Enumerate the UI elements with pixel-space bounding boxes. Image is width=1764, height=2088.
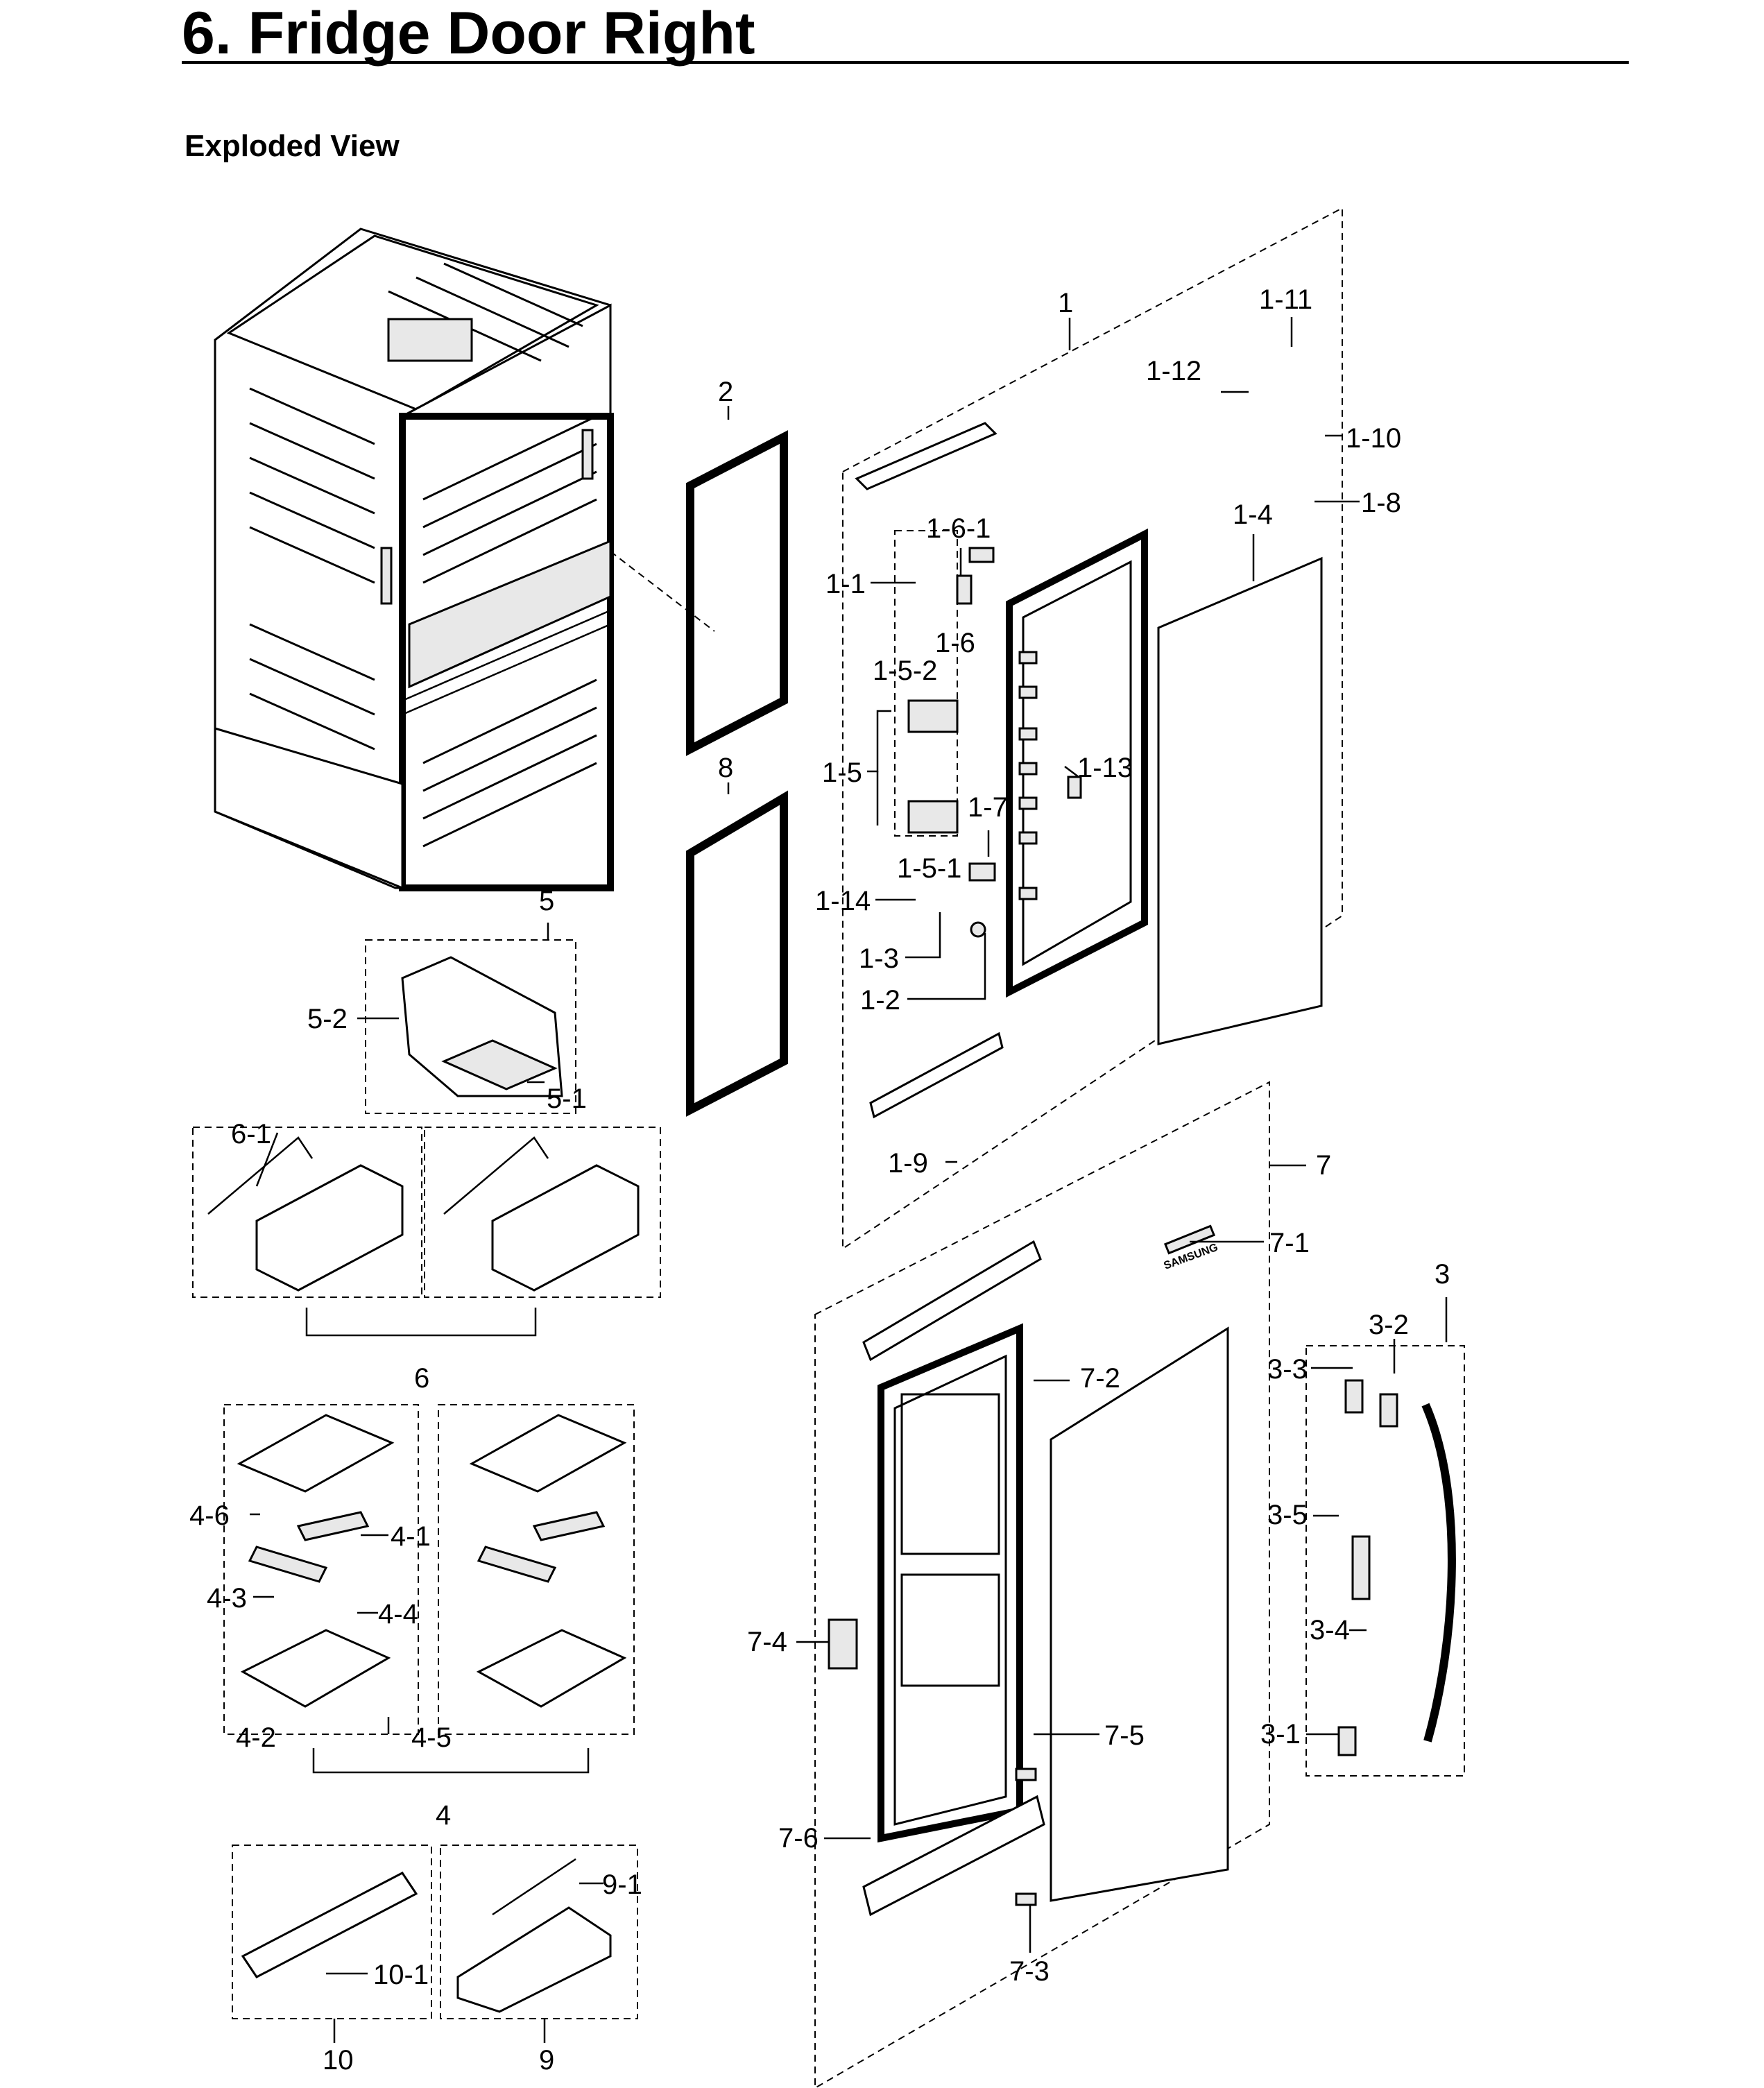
callout-3-5: 3-5 xyxy=(1267,1500,1308,1530)
callout-8: 8 xyxy=(718,753,733,783)
callout-1-5: 1-5 xyxy=(822,758,862,788)
callout-1-14: 1-14 xyxy=(815,886,871,916)
callout-3: 3 xyxy=(1435,1259,1450,1290)
callout-4: 4 xyxy=(436,1800,451,1831)
callout-7-4: 7-4 xyxy=(747,1627,787,1657)
callout-4-6: 4-6 xyxy=(189,1500,230,1531)
callout-4-5: 4-5 xyxy=(411,1722,452,1753)
callout-10: 10 xyxy=(323,2045,354,2076)
door-gasket-upper xyxy=(686,430,788,756)
door-handle xyxy=(1337,1379,1456,1756)
door-bins-6 xyxy=(207,1136,640,1292)
title-rule xyxy=(182,61,1629,64)
callout-6-1: 6-1 xyxy=(231,1119,271,1149)
callout-1-5-1: 1-5-1 xyxy=(897,853,961,884)
door-bin-5 xyxy=(401,956,563,1097)
callout-1-2: 1-2 xyxy=(860,985,900,1016)
callout-1-3: 1-3 xyxy=(859,943,899,974)
leader-lines xyxy=(250,317,1448,2043)
callout-4-2: 4-2 xyxy=(236,1722,276,1753)
section-subtitle: Exploded View xyxy=(185,129,400,163)
callout-4-3: 4-3 xyxy=(207,1583,247,1614)
callout-6: 6 xyxy=(414,1363,429,1394)
callout-7-5: 7-5 xyxy=(1104,1720,1145,1751)
callout-labels: 1 1-11 1-12 1-10 1-8 1-4 1-6-1 1-1 1-6 1… xyxy=(189,284,1450,2076)
callout-7-6: 7-6 xyxy=(778,1823,819,1854)
callout-1-4: 1-4 xyxy=(1233,499,1273,530)
callout-10-1: 10-1 xyxy=(373,1960,429,1990)
callout-5-2: 5-2 xyxy=(307,1004,348,1034)
callout-1-8: 1-8 xyxy=(1361,488,1401,518)
callout-1-7: 1-7 xyxy=(968,792,1008,823)
door-outer-assembly xyxy=(828,1224,1229,1917)
callout-7-1: 7-1 xyxy=(1269,1228,1310,1258)
callout-1-10: 1-10 xyxy=(1346,423,1401,454)
callout-1-11: 1-11 xyxy=(1259,284,1312,315)
page-title: 6. Fridge Door Right xyxy=(182,0,755,67)
callout-1-6-1: 1-6-1 xyxy=(926,513,991,544)
callout-3-3: 3-3 xyxy=(1267,1354,1308,1385)
callout-3-1: 3-1 xyxy=(1260,1719,1301,1749)
callout-4-1: 4-1 xyxy=(391,1521,431,1552)
callout-1-1: 1-1 xyxy=(825,569,866,599)
callout-1-6: 1-6 xyxy=(935,628,975,658)
callout-1: 1 xyxy=(1058,288,1073,318)
callout-1-12: 1-12 xyxy=(1146,356,1201,386)
callout-7-2: 7-2 xyxy=(1080,1363,1120,1394)
door-shelves-4 xyxy=(237,1414,627,1708)
callout-5-1: 5-1 xyxy=(547,1084,587,1114)
callout-1-5-2: 1-5-2 xyxy=(873,656,937,686)
door-foam-assembly xyxy=(855,422,1323,1119)
callout-7-3: 7-3 xyxy=(1009,1956,1050,1987)
callout-4-4: 4-4 xyxy=(378,1599,418,1629)
callout-2: 2 xyxy=(718,377,733,407)
callout-9-1: 9-1 xyxy=(602,1869,642,1900)
door-bins-9-10 xyxy=(241,1858,612,2013)
callout-1-9: 1-9 xyxy=(888,1148,928,1179)
callout-7: 7 xyxy=(1316,1150,1331,1181)
callout-1-13: 1-13 xyxy=(1077,753,1133,783)
callout-3-2: 3-2 xyxy=(1369,1310,1409,1340)
door-gasket-lower xyxy=(686,790,788,1117)
callout-9: 9 xyxy=(539,2045,554,2076)
fridge-cabinet xyxy=(214,228,614,891)
callout-5: 5 xyxy=(539,886,554,916)
callout-3-4: 3-4 xyxy=(1310,1615,1350,1645)
